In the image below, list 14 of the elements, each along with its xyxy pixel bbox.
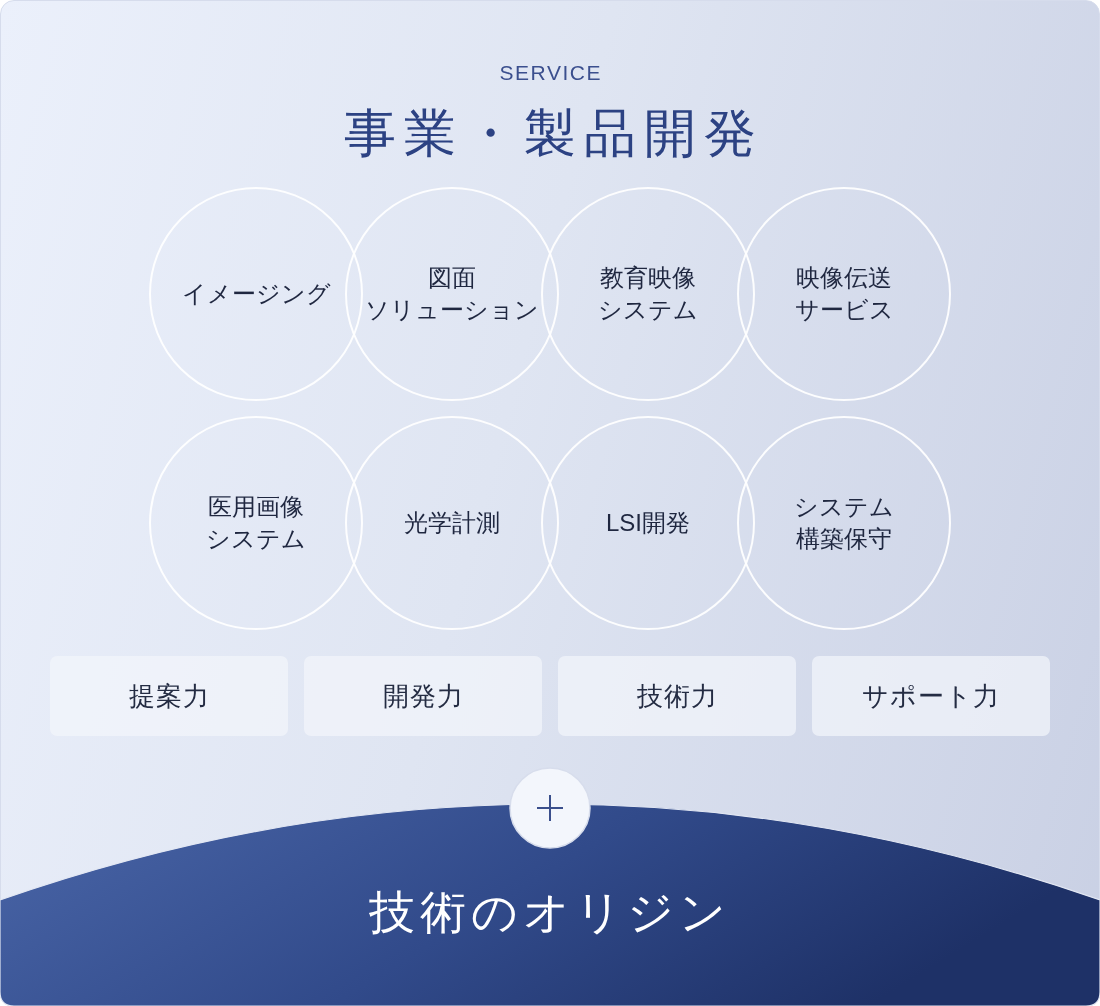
strength-box: 開発力 [304, 656, 542, 736]
title: 事業・製品開発 [343, 103, 764, 164]
category-circle: システム構築保守 [737, 416, 951, 630]
category-circle: 教育映像システム [541, 187, 755, 401]
category-circle: 医用画像システム [149, 416, 363, 630]
category-circle: イメージング [149, 187, 363, 401]
strength-box: 技術力 [558, 656, 796, 736]
category-circle: 図面ソリューション [345, 187, 559, 401]
category-circle: 映像伝送サービス [737, 187, 951, 401]
section-label: SERVICE [498, 60, 602, 86]
strength-box: 提案力 [50, 656, 288, 736]
category-circle: 光学計測 [345, 416, 559, 630]
category-circle: LSI開発 [541, 416, 755, 630]
strength-box: サポート力 [812, 656, 1050, 736]
